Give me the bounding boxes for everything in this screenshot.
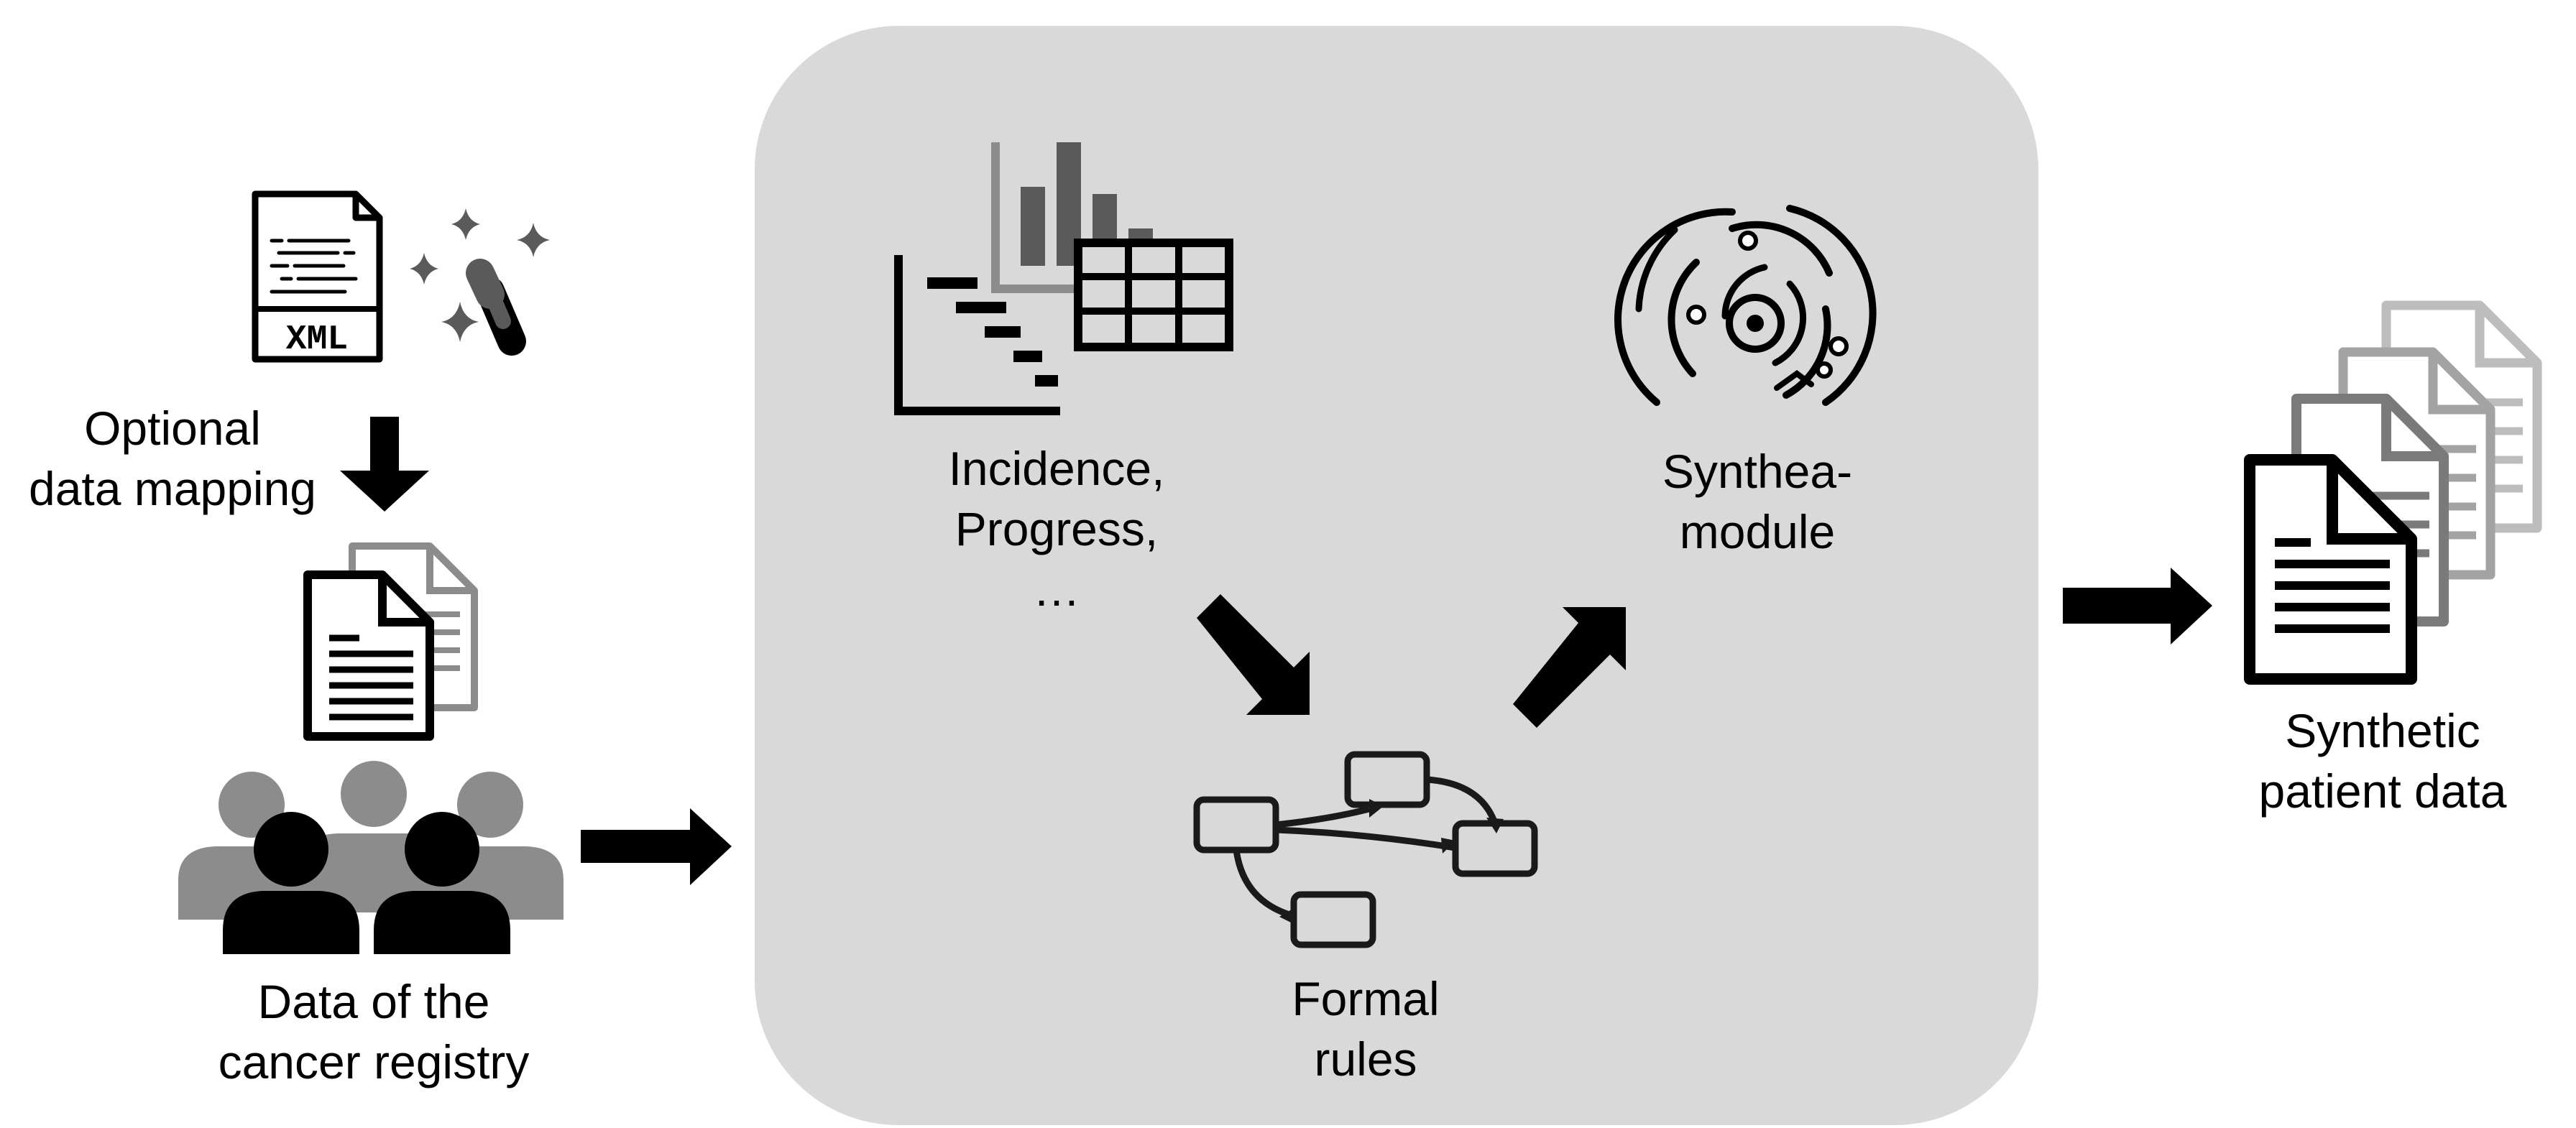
mapping-down-arrow-icon [340,417,429,512]
arrow-to-synthea-icon [1513,607,1626,728]
magic-wand-icon [410,208,550,356]
synthea-module-icon [1614,205,1877,406]
documents-icon [303,542,478,741]
people-group-icon [178,761,564,954]
xml-file-icon: XML [252,190,383,363]
synthetic-documents-icon [2244,300,2542,685]
synthea-label: Synthea- module [1614,441,1901,562]
arrow-to-rules-icon [1197,594,1310,715]
formal-rules-line-2: rules [1314,1032,1417,1086]
synthetic-line-2: patient data [2258,764,2507,818]
registry-line-2: cancer registry [218,1035,530,1088]
synthea-line-2: module [1679,505,1836,558]
incidence-label: Incidence, Progress, … [906,438,1208,619]
charts-table-icon [894,142,1233,415]
optional-mapping-label: Optional data mapping [14,398,331,519]
incidence-line-2: Progress, [954,502,1159,555]
registry-line-1: Data of the [257,975,490,1028]
formal-rules-line-1: Formal [1292,972,1440,1025]
processing-panel [755,26,2038,1125]
synthea-line-1: Synthea- [1662,445,1853,498]
xml-badge-text: XML [286,320,348,359]
formal-rules-label: Formal rules [1222,968,1509,1089]
incidence-line-1: Incidence, [948,442,1165,495]
arrow-to-output-icon [2063,568,2212,644]
optional-mapping-line-2: data mapping [29,462,316,515]
synthetic-line-1: Synthetic [2285,704,2480,757]
optional-mapping-line-1: Optional [84,402,261,455]
flowchart-icon [1193,751,1538,948]
arrow-into-panel-icon [581,808,732,885]
incidence-line-3: … [1033,563,1080,616]
registry-label: Data of the cancer registry [172,971,575,1092]
synthetic-label: Synthetic patient data [2203,701,2562,821]
